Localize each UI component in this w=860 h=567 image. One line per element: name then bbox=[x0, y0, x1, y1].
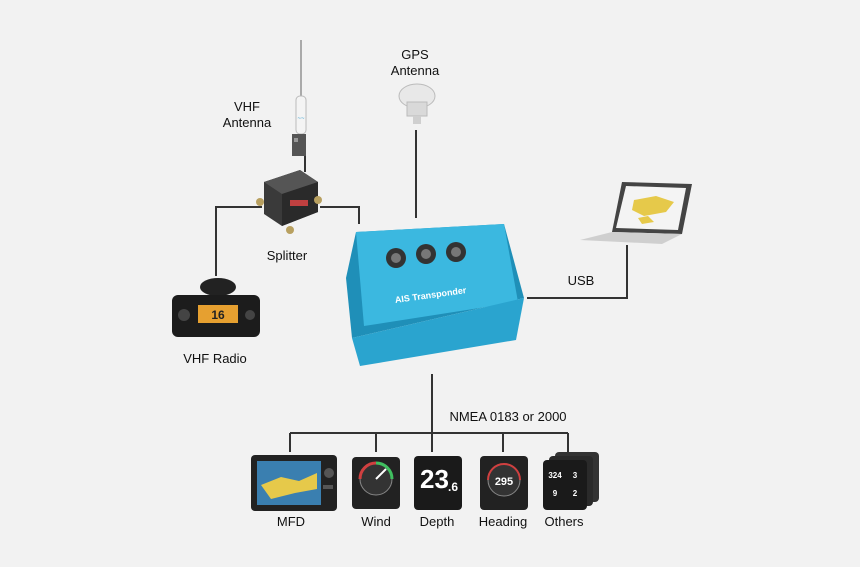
gps-antenna-icon bbox=[398, 83, 436, 124]
wire-splitter-radio bbox=[215, 206, 262, 276]
mfd-label: MFD bbox=[276, 514, 306, 529]
heading-instrument-icon: 295 bbox=[480, 456, 528, 510]
others-value-d: 2 bbox=[573, 489, 578, 498]
ais-transponder-icon: AIS Transponder bbox=[346, 224, 524, 366]
radio-channel-text: 16 bbox=[211, 308, 225, 322]
depth-decimal: .6 bbox=[448, 480, 459, 494]
depth-value: 23 bbox=[420, 464, 449, 494]
heading-value: 295 bbox=[495, 476, 513, 488]
splitter-icon bbox=[256, 170, 322, 234]
wind-instrument-icon bbox=[352, 457, 400, 509]
wind-label: Wind bbox=[361, 514, 391, 529]
vhf-radio-label: VHF Radio bbox=[183, 351, 247, 366]
wire-usb bbox=[527, 245, 628, 299]
others-value-a: 324 bbox=[548, 471, 562, 480]
laptop-icon bbox=[580, 182, 692, 244]
others-instruments-icon: 324 3 9 2 bbox=[543, 452, 599, 510]
vhf-antenna-label: VHF Antenna bbox=[222, 99, 272, 130]
svg-text:~~: ~~ bbox=[297, 116, 305, 122]
heading-label: Heading bbox=[478, 514, 528, 529]
mfd-icon bbox=[251, 455, 337, 511]
others-value-c: 9 bbox=[553, 489, 558, 498]
vhf-antenna-icon: ~~ bbox=[292, 40, 307, 156]
depth-instrument-icon: 23 .6 bbox=[414, 456, 462, 510]
others-value-b: 3 bbox=[573, 471, 578, 480]
nmea-label: NMEA 0183 or 2000 bbox=[449, 409, 567, 424]
vhf-radio-icon: 16 bbox=[172, 278, 260, 337]
depth-label: Depth bbox=[419, 514, 455, 529]
splitter-label: Splitter bbox=[266, 248, 308, 263]
gps-antenna-label: GPS Antenna bbox=[390, 47, 440, 78]
wire-splitter-transponder bbox=[320, 206, 360, 224]
others-label: Others bbox=[544, 514, 584, 529]
usb-label: USB bbox=[567, 273, 595, 288]
